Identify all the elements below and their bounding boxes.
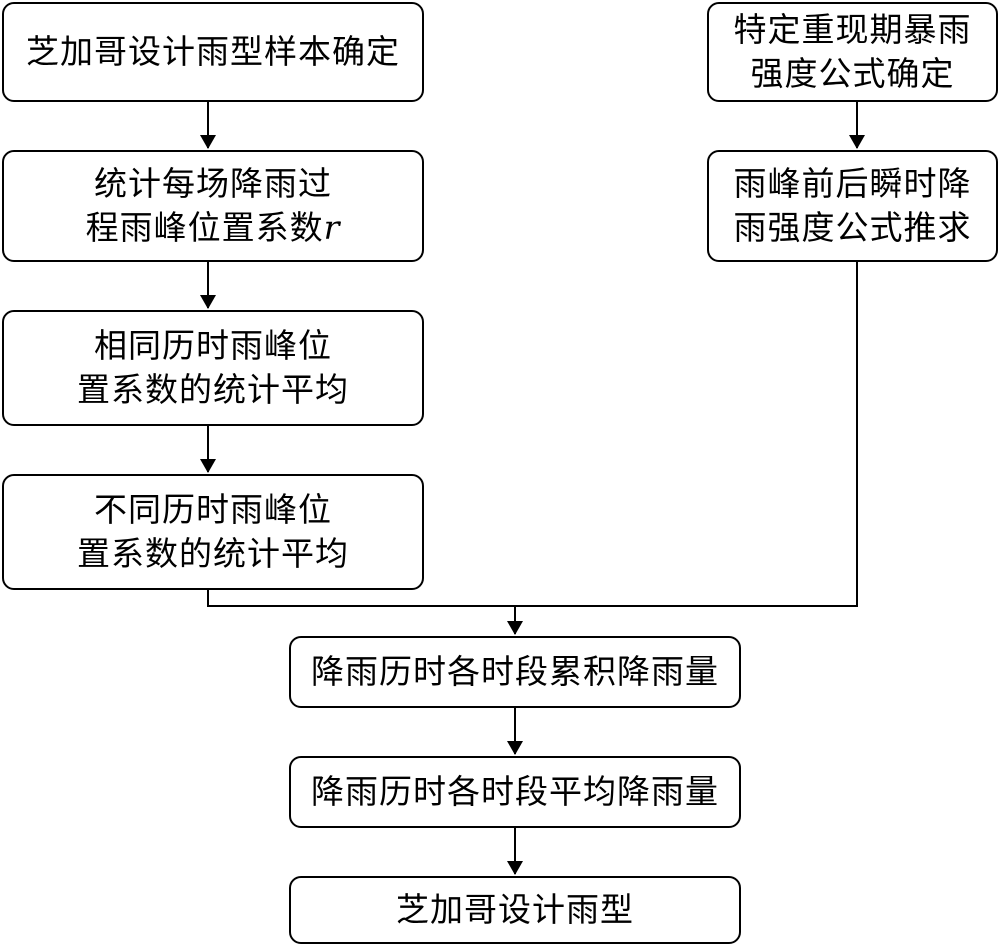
node-label: 不同历时雨峰位 [94, 490, 332, 529]
node-label: 雨强度公式推求 [733, 208, 972, 247]
node-label: 芝加哥设计雨型 [396, 890, 634, 929]
node-label-line2: 程雨峰位置系数r [86, 206, 341, 250]
node-chicago-sample: 芝加哥设计雨型样本确定 [2, 2, 424, 102]
node-label: 置系数的统计平均 [77, 370, 349, 409]
variable-r: r [323, 208, 341, 247]
connector-instant-to-merge [515, 262, 858, 607]
node-same-duration-average: 相同历时雨峰位 置系数的统计平均 [2, 310, 424, 426]
node-different-duration-average: 不同历时雨峰位 置系数的统计平均 [2, 474, 424, 590]
node-label: 雨峰前后瞬时降 [733, 164, 972, 203]
node-label: 降雨历时各时段累积降雨量 [311, 652, 719, 691]
node-label: 特定重现期暴雨 [733, 10, 972, 49]
node-label: 统计每场降雨过 [94, 164, 332, 203]
node-chicago-design-storm: 芝加哥设计雨型 [289, 876, 741, 944]
node-label: 相同历时雨峰位 [94, 326, 332, 365]
node-label: 降雨历时各时段平均降雨量 [311, 772, 719, 811]
node-label: 强度公式确定 [750, 54, 955, 93]
node-intensity-formula: 特定重现期暴雨 强度公式确定 [707, 2, 998, 102]
connector-diff-to-merge [207, 590, 515, 607]
node-cumulative-rainfall: 降雨历时各时段累积降雨量 [289, 636, 741, 708]
node-instant-intensity-formula: 雨峰前后瞬时降 雨强度公式推求 [707, 150, 998, 262]
node-label: 置系数的统计平均 [77, 534, 349, 573]
node-average-rainfall: 降雨历时各时段平均降雨量 [289, 756, 741, 828]
node-label: 芝加哥设计雨型样本确定 [26, 32, 400, 71]
node-rain-peak-coefficient: 统计每场降雨过 程雨峰位置系数r [2, 150, 424, 262]
node-label: 程雨峰位置系数 [85, 208, 324, 247]
